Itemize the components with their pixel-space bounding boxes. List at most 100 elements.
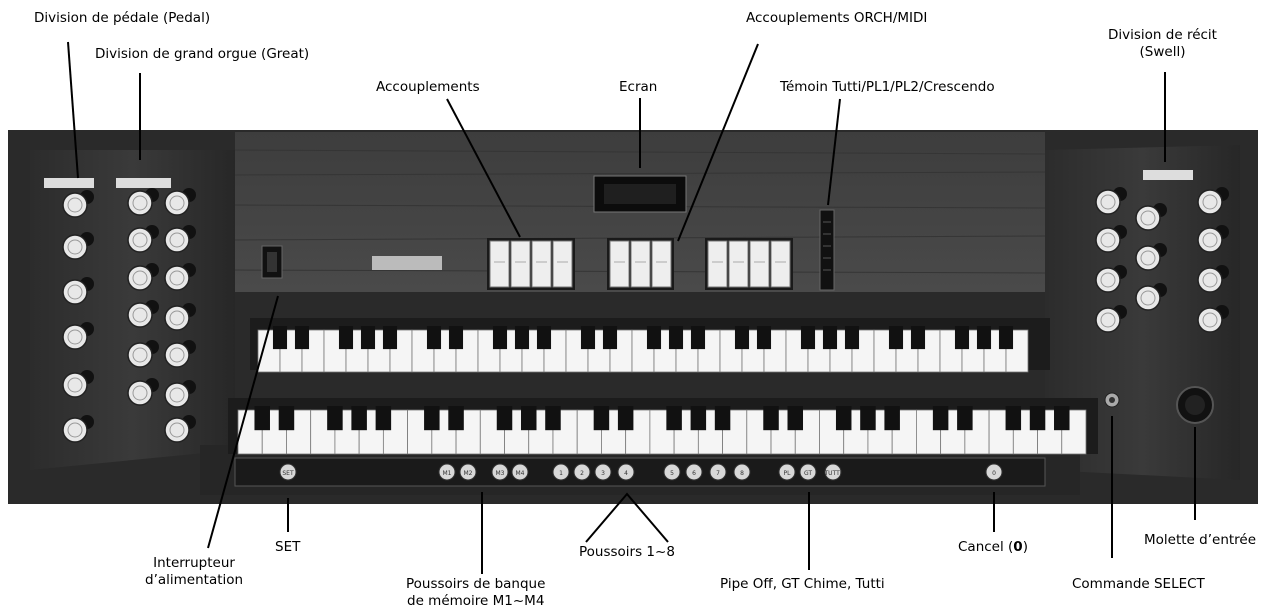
stop-knob[interactable] (1095, 189, 1121, 215)
stop-knob[interactable] (164, 227, 190, 253)
black-key[interactable] (998, 326, 1014, 350)
piston-button[interactable] (778, 463, 796, 481)
select-knob[interactable] (1104, 392, 1120, 408)
black-key[interactable] (646, 326, 662, 350)
piston-button[interactable] (459, 463, 477, 481)
black-key[interactable] (602, 326, 618, 350)
piston-button[interactable] (799, 463, 817, 481)
black-key[interactable] (835, 406, 852, 431)
piston-button[interactable] (279, 463, 297, 481)
coupler-tab[interactable] (707, 240, 728, 288)
black-key[interactable] (254, 406, 270, 431)
stop-knob[interactable] (1197, 189, 1223, 215)
black-key[interactable] (666, 406, 682, 431)
piston-button[interactable] (663, 463, 681, 481)
coupler-tabs[interactable] (487, 238, 793, 290)
piston-button[interactable] (685, 463, 703, 481)
piston-button[interactable] (491, 463, 509, 481)
black-key[interactable] (338, 326, 354, 350)
black-key[interactable] (690, 406, 707, 431)
stop-knob[interactable] (164, 265, 190, 291)
coupler-tab[interactable] (728, 240, 749, 288)
stop-knob[interactable] (1095, 227, 1121, 253)
stop-knob[interactable] (127, 380, 153, 406)
piston-button[interactable] (438, 463, 456, 481)
coupler-tab[interactable] (770, 240, 791, 288)
black-key[interactable] (910, 326, 926, 350)
black-key[interactable] (957, 406, 973, 431)
black-key[interactable] (448, 406, 464, 431)
stop-knob[interactable] (1197, 307, 1223, 333)
upper-manual-keyboard[interactable] (250, 318, 1050, 373)
coupler-tab[interactable] (510, 240, 531, 288)
black-key[interactable] (668, 326, 684, 350)
black-key[interactable] (756, 326, 772, 350)
stop-knob[interactable] (1095, 267, 1121, 293)
piston-button[interactable] (985, 463, 1003, 481)
black-key[interactable] (382, 326, 398, 350)
black-key[interactable] (954, 326, 970, 350)
black-key[interactable] (860, 406, 876, 431)
piston-button[interactable] (573, 463, 591, 481)
stop-knob[interactable] (1197, 267, 1223, 293)
black-key[interactable] (617, 406, 634, 431)
black-key[interactable] (492, 326, 508, 350)
coupler-tab[interactable] (531, 240, 552, 288)
black-key[interactable] (278, 406, 295, 431)
black-key[interactable] (734, 326, 750, 350)
stop-knob[interactable] (127, 190, 153, 216)
piston-button[interactable] (594, 463, 612, 481)
black-key[interactable] (763, 406, 779, 431)
piston-button[interactable] (511, 463, 529, 481)
coupler-tab[interactable] (630, 240, 651, 288)
black-key[interactable] (690, 326, 706, 350)
stop-knob[interactable] (62, 372, 88, 398)
power-switch[interactable] (261, 245, 283, 279)
stop-knob[interactable] (164, 190, 190, 216)
value-dial[interactable] (1176, 386, 1214, 424)
black-key[interactable] (800, 326, 816, 350)
black-key[interactable] (351, 406, 367, 431)
piston-button[interactable] (617, 463, 635, 481)
stop-knob[interactable] (164, 382, 190, 408)
stop-knob[interactable] (164, 417, 190, 443)
stop-knob[interactable] (164, 342, 190, 368)
stop-knob[interactable] (62, 324, 88, 350)
black-key[interactable] (787, 406, 804, 431)
black-key[interactable] (822, 326, 838, 350)
coupler-tab[interactable] (651, 240, 672, 288)
piston-button[interactable] (733, 463, 751, 481)
black-key[interactable] (884, 406, 900, 431)
black-key[interactable] (520, 406, 537, 431)
black-key[interactable] (536, 326, 552, 350)
black-key[interactable] (932, 406, 949, 431)
black-key[interactable] (888, 326, 904, 350)
piston-button[interactable] (824, 463, 842, 481)
stop-knob[interactable] (1135, 205, 1161, 231)
stop-knob[interactable] (1095, 307, 1121, 333)
black-key[interactable] (514, 326, 530, 350)
black-key[interactable] (1054, 406, 1070, 431)
coupler-tab[interactable] (609, 240, 630, 288)
stop-knob[interactable] (62, 192, 88, 218)
stop-knob[interactable] (1135, 245, 1161, 271)
stop-knob[interactable] (62, 234, 88, 260)
coupler-tab[interactable] (749, 240, 770, 288)
piston-button[interactable] (552, 463, 570, 481)
black-key[interactable] (593, 406, 610, 431)
stop-knob[interactable] (127, 302, 153, 328)
black-key[interactable] (976, 326, 992, 350)
black-key[interactable] (1029, 406, 1046, 431)
coupler-tab[interactable] (489, 240, 510, 288)
stop-knob[interactable] (1135, 285, 1161, 311)
black-key[interactable] (714, 406, 731, 431)
lower-manual-keyboard[interactable] (228, 398, 1098, 455)
stop-knob[interactable] (1197, 227, 1223, 253)
stop-knob[interactable] (164, 305, 190, 331)
black-key[interactable] (1005, 406, 1022, 431)
black-key[interactable] (375, 406, 392, 431)
black-key[interactable] (496, 406, 513, 431)
black-key[interactable] (426, 326, 442, 350)
black-key[interactable] (360, 326, 376, 350)
